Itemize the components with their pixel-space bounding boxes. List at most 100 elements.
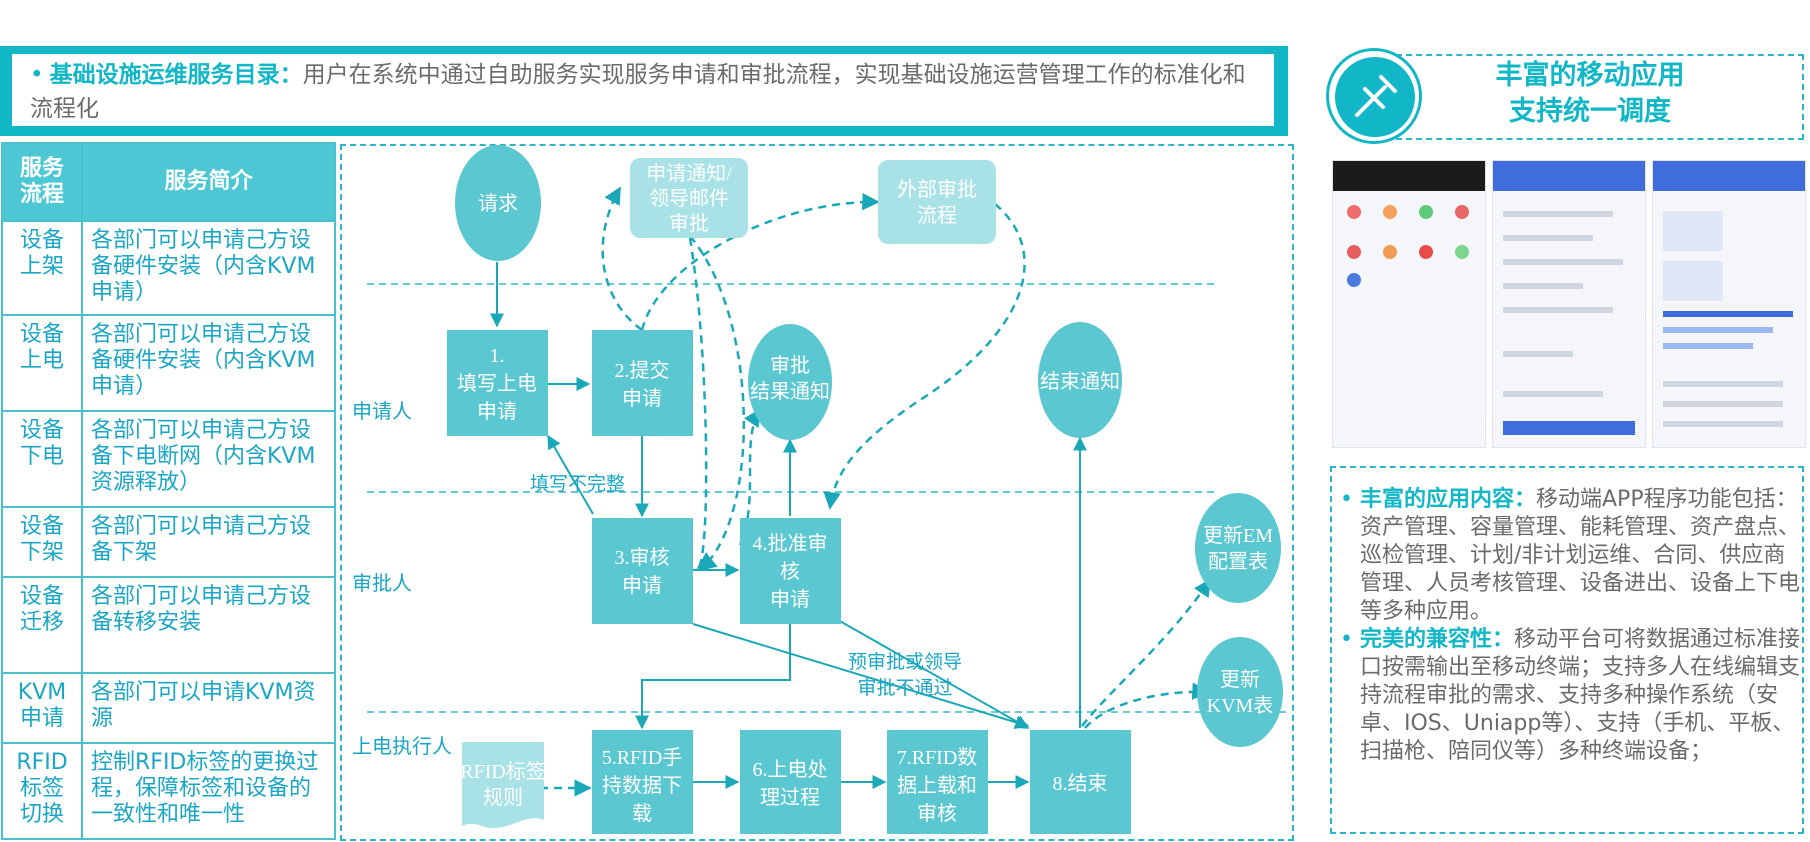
- table-cell-process: KVM申请: [1, 672, 83, 744]
- node-step-2-line: 申请: [622, 387, 662, 410]
- feature-title: 丰富的应用内容：: [1359, 487, 1536, 512]
- node-step-7-line: 据上载和: [897, 774, 977, 797]
- node-step-7-line: 7.RFID数: [897, 746, 978, 769]
- node-request: [455, 145, 541, 261]
- header-title: 基础设施运维服务目录：: [49, 62, 303, 88]
- header-bullet: •: [30, 62, 44, 88]
- node-step-4-line: 申请: [770, 588, 810, 611]
- table-header-process: 服务流程: [1, 142, 83, 222]
- node-step-3: [592, 518, 693, 624]
- node-update-em: [1195, 493, 1281, 603]
- service-table: 服务流程 服务简介 设备上架 各部门可以申请己方设备硬件安装（内含KVM申请） …: [1, 142, 336, 840]
- table-header-row: 服务流程 服务简介: [1, 142, 336, 222]
- header-text: •基础设施运维服务目录：用户在系统中通过自助服务实现服务申请和审批流程，实现基础…: [30, 58, 1260, 126]
- node-update-kvm: [1197, 637, 1283, 747]
- node-notify-email-line: 申请通知/: [646, 162, 732, 185]
- table-cell-desc: 控制RFID标签的更换过程，保障标签和设备的一致性和唯一性: [81, 742, 336, 840]
- table-cell-process: 设备下电: [1, 410, 83, 508]
- node-update-kvm-line: 更新: [1220, 668, 1260, 691]
- node-step-5-line: 5.RFID手: [602, 746, 683, 769]
- table-cell-desc: 各部门可以申请己方设备下电断网（内含KVM资源释放）: [81, 410, 336, 508]
- right-title-line: 支持统一调度: [1509, 96, 1671, 127]
- node-notify-email-line: 审批: [669, 212, 709, 235]
- node-rfid-rule: [462, 742, 544, 829]
- table-cell-desc: 各部门可以申请KVM资源: [81, 672, 336, 744]
- node-end-notify: [1038, 322, 1122, 438]
- node-step-1-line: 1.: [490, 345, 505, 367]
- phone-screenshot: [1332, 160, 1486, 448]
- node-external-line: 外部审批: [897, 178, 977, 201]
- table-row: 设备下架 各部门可以申请己方设备下架: [1, 506, 336, 578]
- node-end-notify-label: 结束通知: [1040, 370, 1120, 393]
- flow-frame: [340, 144, 1294, 841]
- node-approve-notify-line: 审批: [770, 354, 810, 377]
- label-reject-line: 预审批或领导: [848, 651, 962, 673]
- lane-label-executor: 上电执行人: [352, 735, 452, 758]
- feature-bullet: •: [1340, 487, 1353, 512]
- table-row: 设备下电 各部门可以申请己方设备下电断网（内含KVM资源释放）: [1, 410, 336, 508]
- node-step-5-line: 持数据下: [602, 774, 682, 797]
- node-step-1-line: 填写上电: [457, 372, 537, 395]
- node-step-5: [592, 730, 693, 834]
- right-title-line: 丰富的移动应用: [1495, 60, 1685, 91]
- node-step-4-line: 核: [780, 560, 800, 583]
- node-step-7-line: 审核: [917, 802, 957, 825]
- right-description: • 丰富的应用内容：移动端APP程序功能包括：资产管理、容量管理、能耗管理、资产…: [1340, 486, 1800, 766]
- table-row: KVM申请 各部门可以申请KVM资源: [1, 672, 336, 744]
- right-desc-box: [1330, 466, 1804, 834]
- feature-bullet: •: [1340, 627, 1353, 652]
- table-cell-process: 设备上电: [1, 314, 83, 412]
- label-incomplete: 填写不完整: [530, 473, 625, 495]
- table-cell-process: 设备迁移: [1, 576, 83, 674]
- table-cell-process: 设备上架: [1, 220, 83, 316]
- node-step-2-line: 2.提交: [615, 359, 670, 382]
- pin-icon: [1335, 57, 1415, 137]
- node-request-label: 请求: [478, 192, 518, 215]
- node-update-em-line: 配置表: [1208, 550, 1268, 573]
- header-description: 用户在系统中通过自助服务实现服务申请和审批流程，实现基础设施运营管理工作的标准化…: [30, 62, 1246, 122]
- phone-screenshot: [1492, 160, 1646, 448]
- table-row: 设备上电 各部门可以申请己方设备硬件安装（内含KVM申请）: [1, 314, 336, 412]
- node-step-3-line: 申请: [622, 574, 662, 597]
- phone-screenshot: [1652, 160, 1806, 448]
- node-step-6-line: 6.上电处: [753, 758, 828, 781]
- feature-text: 移动端APP程序功能包括：资产管理、容量管理、能耗管理、资产盘点、巡检管理、计划…: [1360, 487, 1801, 624]
- node-update-em-line: 更新EM: [1203, 524, 1273, 547]
- node-step-7: [887, 730, 988, 834]
- header-panel: [12, 54, 1274, 126]
- node-external-line: 流程: [917, 204, 957, 227]
- node-update-kvm-line: KVM表: [1207, 694, 1274, 717]
- node-external-approval: [878, 160, 996, 244]
- node-step-2: [592, 330, 693, 436]
- feature-item: • 完美的兼容性：移动平台可将数据通过标准接口按需输出至移动终端；支持多人在线编…: [1340, 626, 1800, 766]
- table-cell-desc: 各部门可以申请己方设备硬件安装（内含KVM申请）: [81, 314, 336, 412]
- node-rfid-rule-line: RFID标签: [460, 760, 546, 783]
- table-header-desc: 服务简介: [81, 142, 336, 222]
- node-approve-notify: [748, 324, 832, 440]
- node-step-6-line: 理过程: [760, 786, 820, 809]
- flow-dashed-arrows: [540, 186, 1212, 797]
- feature-text: 移动平台可将数据通过标准接口按需输出至移动终端；支持多人在线编辑支持流程审批的需…: [1360, 627, 1801, 764]
- table-cell-process: RFID标签切换: [1, 742, 83, 840]
- lane-label-approver: 审批人: [352, 572, 412, 595]
- node-step-5-line: 载: [632, 802, 652, 825]
- node-rfid-rule-line: 规则: [483, 786, 523, 809]
- node-step-8: [1030, 730, 1131, 834]
- node-step-8-label: 8.结束: [1053, 772, 1108, 795]
- table-row: RFID标签切换 控制RFID标签的更换过程，保障标签和设备的一致性和唯一性: [1, 742, 336, 840]
- table-cell-desc: 各部门可以申请己方设备硬件安装（内含KVM申请）: [81, 220, 336, 316]
- node-notify-email: [630, 158, 748, 238]
- flow-diagram: 申请人 审批人 上电执行人: [352, 145, 1290, 834]
- label-reject-line: 审批不通过: [857, 677, 952, 699]
- table-row: 设备迁移 各部门可以申请己方设备转移安装: [1, 576, 336, 674]
- node-notify-email-line: 领导邮件: [649, 187, 729, 210]
- node-step-4-line: 4.批准审: [753, 532, 828, 555]
- table-cell-desc: 各部门可以申请己方设备下架: [81, 506, 336, 578]
- right-title: 丰富的移动应用 支持统一调度: [1400, 58, 1780, 130]
- node-step-4: [740, 518, 841, 624]
- node-step-6: [740, 730, 841, 834]
- node-step-1: [447, 330, 548, 436]
- table-cell-process: 设备下架: [1, 506, 83, 578]
- node-approve-notify-line: 结果通知: [750, 380, 830, 403]
- node-step-3-line: 3.审核: [615, 546, 670, 569]
